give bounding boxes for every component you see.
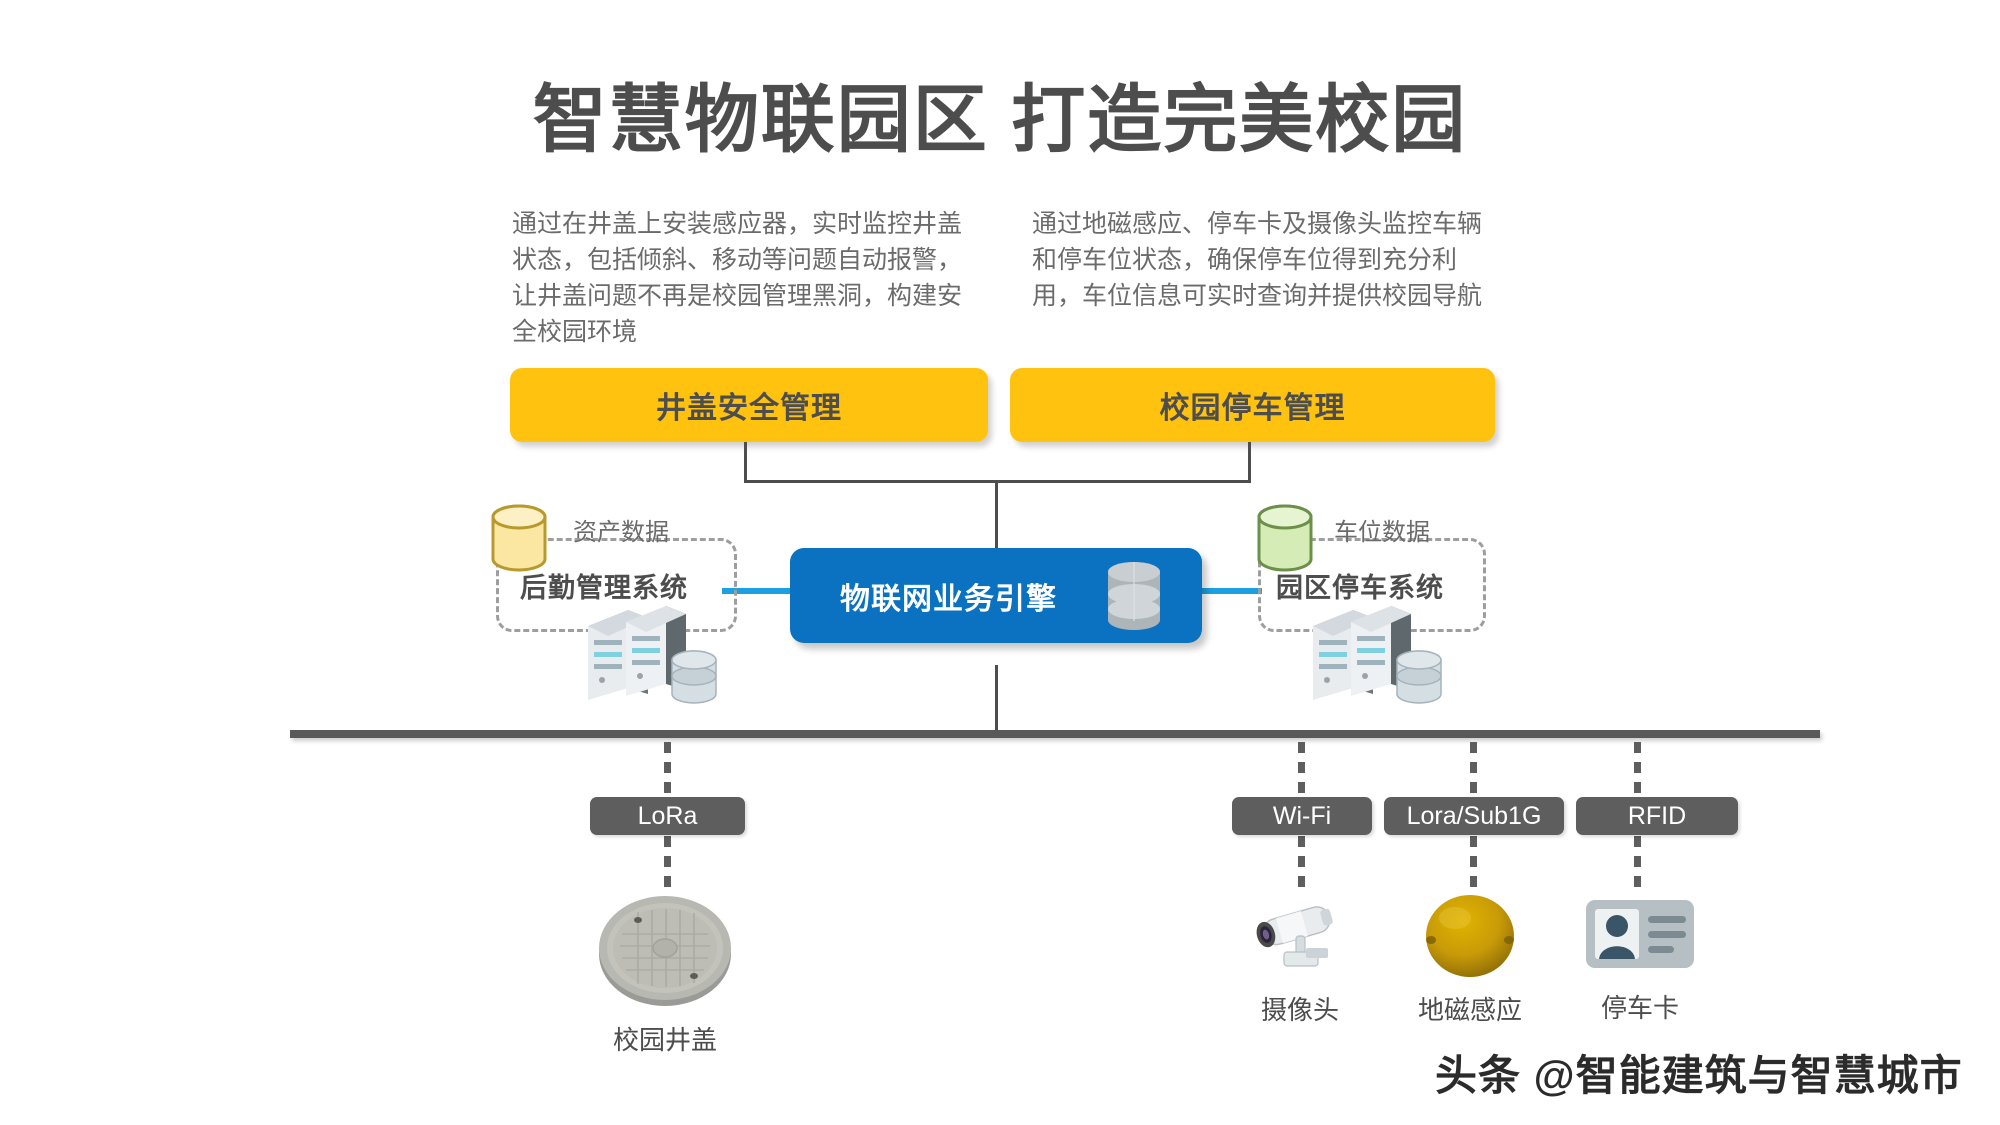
- dashed-connector-wifi-top: [1298, 742, 1305, 798]
- connector-parking-down: [1248, 442, 1251, 482]
- iot-business-engine-box[interactable]: 物联网业务引擎: [790, 548, 1202, 643]
- link-engine-to-parking: [1200, 588, 1262, 594]
- watermark: 头条 @智能建筑与智慧城市: [1435, 1052, 1963, 1099]
- dashed-connector-lorasub-bottom: [1470, 836, 1477, 896]
- parking-space-data-cylinder-icon: [1256, 503, 1314, 575]
- server-stack-icon-logistics: [570, 596, 720, 711]
- dashed-connector-lora-bottom: [664, 836, 671, 896]
- asset-data-label: 资产数据: [573, 519, 669, 546]
- protocol-pill-wifi[interactable]: Wi-Fi: [1232, 797, 1372, 835]
- description-manhole: 通过在井盖上安装感应器，实时监控井盖状态，包括倾斜、移动等问题自动报警，让井盖问…: [512, 210, 963, 346]
- connector-to-engine: [995, 480, 998, 563]
- service-box-manhole-label: 井盖安全管理: [656, 392, 842, 425]
- dashed-connector-rfid-top: [1634, 742, 1641, 798]
- link-logistics-to-engine: [722, 588, 790, 594]
- protocol-pill-lorasub[interactable]: Lora/Sub1G: [1384, 797, 1564, 835]
- device-campus-manhole[interactable]: 校园井盖: [575, 890, 755, 1057]
- device-parking-card[interactable]: 停车卡: [1565, 890, 1715, 1025]
- asset-data-cylinder-icon: [490, 503, 548, 575]
- server-stack-icon-parking: [1295, 596, 1445, 711]
- protocol-pill-rfid[interactable]: RFID: [1576, 797, 1738, 835]
- device-camera-label: 摄像头: [1260, 995, 1339, 1025]
- geomagnetic-dome-sensor-icon: [1395, 890, 1545, 980]
- connector-engine-to-bus: [995, 665, 998, 733]
- manhole-cover-icon: [575, 890, 755, 1010]
- service-box-campus-parking[interactable]: 校园停车管理: [1010, 368, 1495, 442]
- dashed-connector-lora-top: [664, 742, 671, 798]
- device-parking-card-label: 停车卡: [1600, 993, 1679, 1023]
- parking-id-card-icon: [1565, 890, 1715, 978]
- dashed-connector-wifi-bottom: [1298, 836, 1305, 896]
- service-box-parking-label: 校园停车管理: [1159, 392, 1346, 425]
- network-bus-line: [290, 730, 1820, 738]
- device-campus-manhole-label: 校园井盖: [612, 1025, 717, 1055]
- system-box-logistics-label: 后勤管理系统: [520, 573, 688, 603]
- page-title: 智慧物联园区 打造完美校园: [532, 78, 1468, 161]
- connector-manhole-down: [744, 442, 747, 482]
- dashed-connector-lorasub-top: [1470, 742, 1477, 798]
- device-camera[interactable]: 摄像头: [1225, 890, 1375, 1027]
- protocol-pill-lora[interactable]: LoRa: [590, 797, 745, 835]
- parking-space-data-label: 车位数据: [1334, 519, 1430, 546]
- database-cylinder-gray-icon: [1100, 561, 1168, 631]
- dashed-connector-rfid-bottom: [1634, 836, 1641, 896]
- system-box-parking-label: 园区停车系统: [1276, 573, 1444, 603]
- description-parking: 通过地磁感应、停车卡及摄像头监控车辆和停车位状态，确保停车位得到充分利用，车位信…: [1032, 210, 1483, 310]
- service-box-manhole-safety[interactable]: 井盖安全管理: [510, 368, 988, 442]
- iot-business-engine-label: 物联网业务引擎: [840, 582, 1057, 616]
- cctv-camera-icon: [1225, 890, 1375, 980]
- device-geomagnetic-sensor-label: 地磁感应: [1417, 995, 1522, 1025]
- device-geomagnetic-sensor[interactable]: 地磁感应: [1395, 890, 1545, 1027]
